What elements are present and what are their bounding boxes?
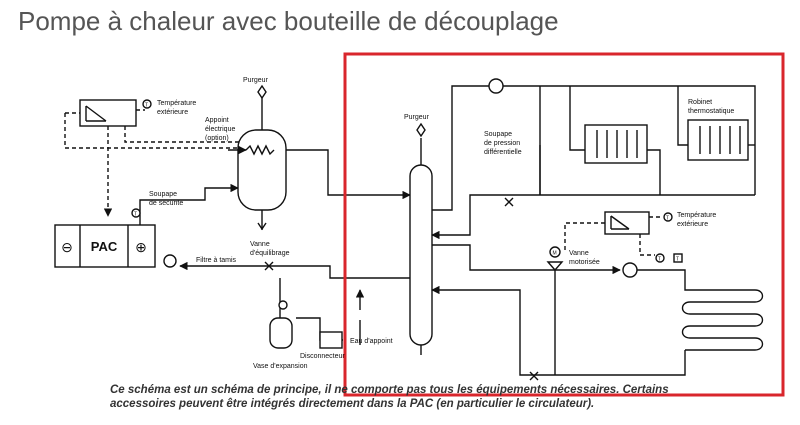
sensor-t-label: T <box>658 257 661 263</box>
label-appoint-1: Appoint <box>205 117 229 124</box>
label-soupape-secu-1: Soupape <box>149 191 177 198</box>
label-temp-ext-left-2: extérieure <box>157 109 188 116</box>
radiator-2 <box>687 119 749 161</box>
label-appoint-2: électrique <box>205 126 235 133</box>
label-soupape-diff-3: différentielle <box>484 149 522 156</box>
label-temp-ext-right-1: Température <box>677 212 716 219</box>
storage-tank <box>237 129 287 211</box>
label-temp-ext-right-2: extérieure <box>677 221 708 228</box>
caption-line-1: Ce schéma est un schéma de principe, il … <box>110 384 669 396</box>
motor-m-label: M <box>553 251 557 257</box>
controller-left <box>79 99 137 127</box>
label-soupape-diff-1: Soupape <box>484 131 512 138</box>
label-soupape-secu-2: de sécurité <box>149 200 183 207</box>
sensor-t-label: T <box>134 212 137 218</box>
label-filtre: Filtre à tamis <box>196 257 237 264</box>
expansion-vessel <box>269 317 293 349</box>
sensor-t-label: T <box>145 103 148 109</box>
caption-line-2: accessoires peuvent être intégrés direct… <box>110 398 595 410</box>
pac-minus-symbol: ⊖ <box>61 239 73 255</box>
label-purgeur-right: Purgeur <box>404 114 430 121</box>
sensor-t-label: T <box>666 216 669 222</box>
label-vase: Vase d'expansion <box>253 363 308 370</box>
label-vanne-mot-1: Vanne <box>569 250 589 257</box>
label-temp-ext-left-1: Température <box>157 100 196 107</box>
label-appoint-3: (option) <box>205 135 229 142</box>
diagram-caption: Ce schéma est un schéma de principe, il … <box>110 383 750 411</box>
pac-plus-symbol: ⊕ <box>135 239 147 255</box>
sensor-t-label: T <box>676 257 679 263</box>
label-vanne-equil-1: Vanne <box>250 241 270 248</box>
page-title: Pompe à chaleur avec bouteille de découp… <box>18 6 559 36</box>
label-robinet-1: Robinet <box>688 99 712 106</box>
label-purgeur-left: Purgeur <box>243 77 269 84</box>
highlight-frame <box>343 52 785 397</box>
label-disconnecteur: Disconnecteur <box>300 353 345 360</box>
label-robinet-2: thermostatique <box>688 108 734 115</box>
pac-unit <box>54 224 156 268</box>
label-eau-appoint: Eau d'appoint <box>350 338 393 345</box>
label-vanne-equil-2: d'équilibrage <box>250 250 290 257</box>
pac-label: PAC <box>91 239 118 254</box>
label-vanne-mot-2: motorisée <box>569 259 600 266</box>
label-soupape-diff-2: de pression <box>484 140 520 147</box>
hydraulic-separator <box>409 164 433 346</box>
